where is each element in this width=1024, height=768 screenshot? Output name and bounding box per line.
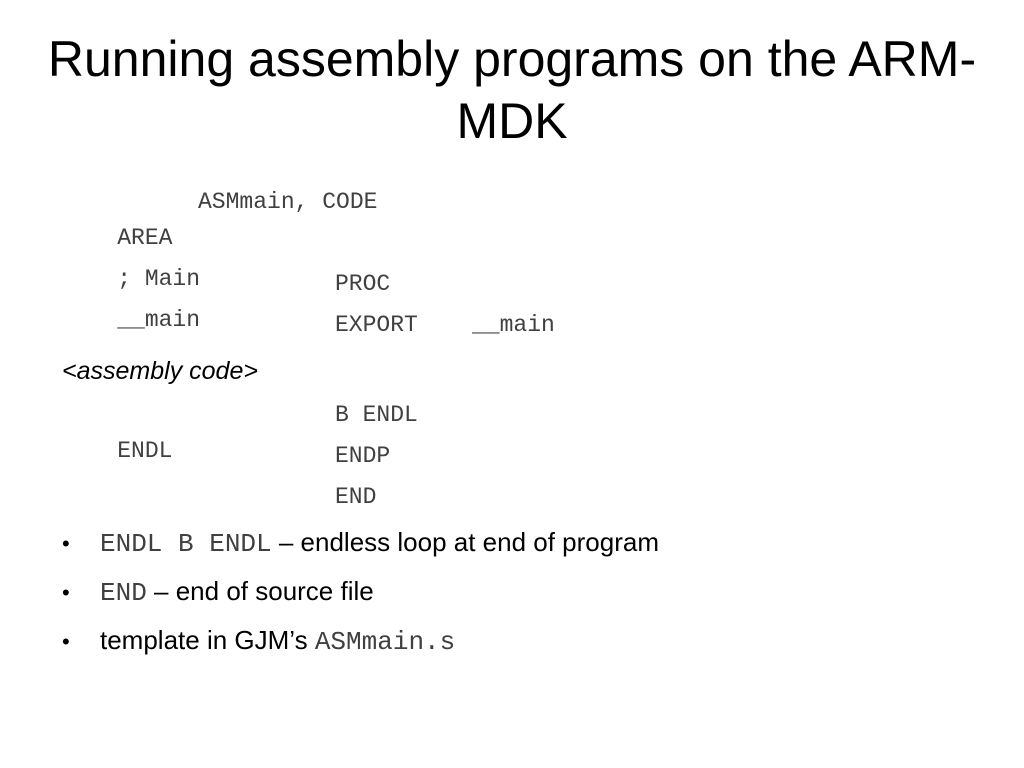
bullet-code: ASMmain.s bbox=[314, 627, 456, 657]
bullet-code: ENDL B ENDL bbox=[100, 529, 272, 559]
code-keyword-end: END bbox=[335, 484, 377, 510]
code-line-comment: ; Main bbox=[62, 225, 200, 292]
code-branch-endl: B ENDL bbox=[335, 402, 418, 428]
assembly-code-placeholder: <assembly code> bbox=[62, 357, 258, 385]
code-label-endl: ENDL bbox=[117, 438, 173, 464]
code-keyword-export: EXPORT bbox=[335, 312, 418, 338]
code-line-endl: ENDL B ENDL bbox=[62, 397, 418, 464]
slide-title: Running assembly programs on the ARM-MDK bbox=[47, 31, 977, 149]
bullet-icon: • bbox=[62, 580, 70, 605]
bullet-text: – end of source file bbox=[146, 576, 374, 606]
bullet-item-end-of-file: • END – end of source file bbox=[62, 571, 374, 611]
bullet-item-template: • template in GJM’s ASMmain.s bbox=[62, 620, 455, 660]
code-keyword-endp: ENDP bbox=[335, 443, 391, 469]
code-label-main: __main bbox=[117, 307, 201, 333]
bullet-code: END bbox=[100, 578, 147, 608]
bullet-text: template in GJM’s bbox=[100, 625, 315, 655]
bullet-text: – endless loop at end of program bbox=[271, 527, 659, 557]
code-keyword-area: AREA bbox=[117, 225, 173, 251]
code-keyword-proc: PROC bbox=[335, 271, 391, 297]
code-line-endp: ENDP bbox=[62, 438, 390, 474]
code-line-main-proc: __main PROC bbox=[62, 266, 390, 333]
code-line-export: EXPORT __main bbox=[62, 307, 555, 343]
code-area-operands: ASMmain, CODE bbox=[198, 189, 378, 215]
bullet-icon: • bbox=[62, 531, 70, 556]
code-export-symbol: __main bbox=[472, 312, 555, 338]
bullet-item-endless-loop: • ENDL B ENDL – endless loop at end of pr… bbox=[62, 522, 659, 562]
code-comment-main: ; Main bbox=[117, 266, 201, 292]
code-line-area: AREA ASMmain, CODE bbox=[62, 184, 377, 251]
bullet-icon: • bbox=[62, 629, 70, 654]
code-line-end: END bbox=[62, 479, 376, 515]
